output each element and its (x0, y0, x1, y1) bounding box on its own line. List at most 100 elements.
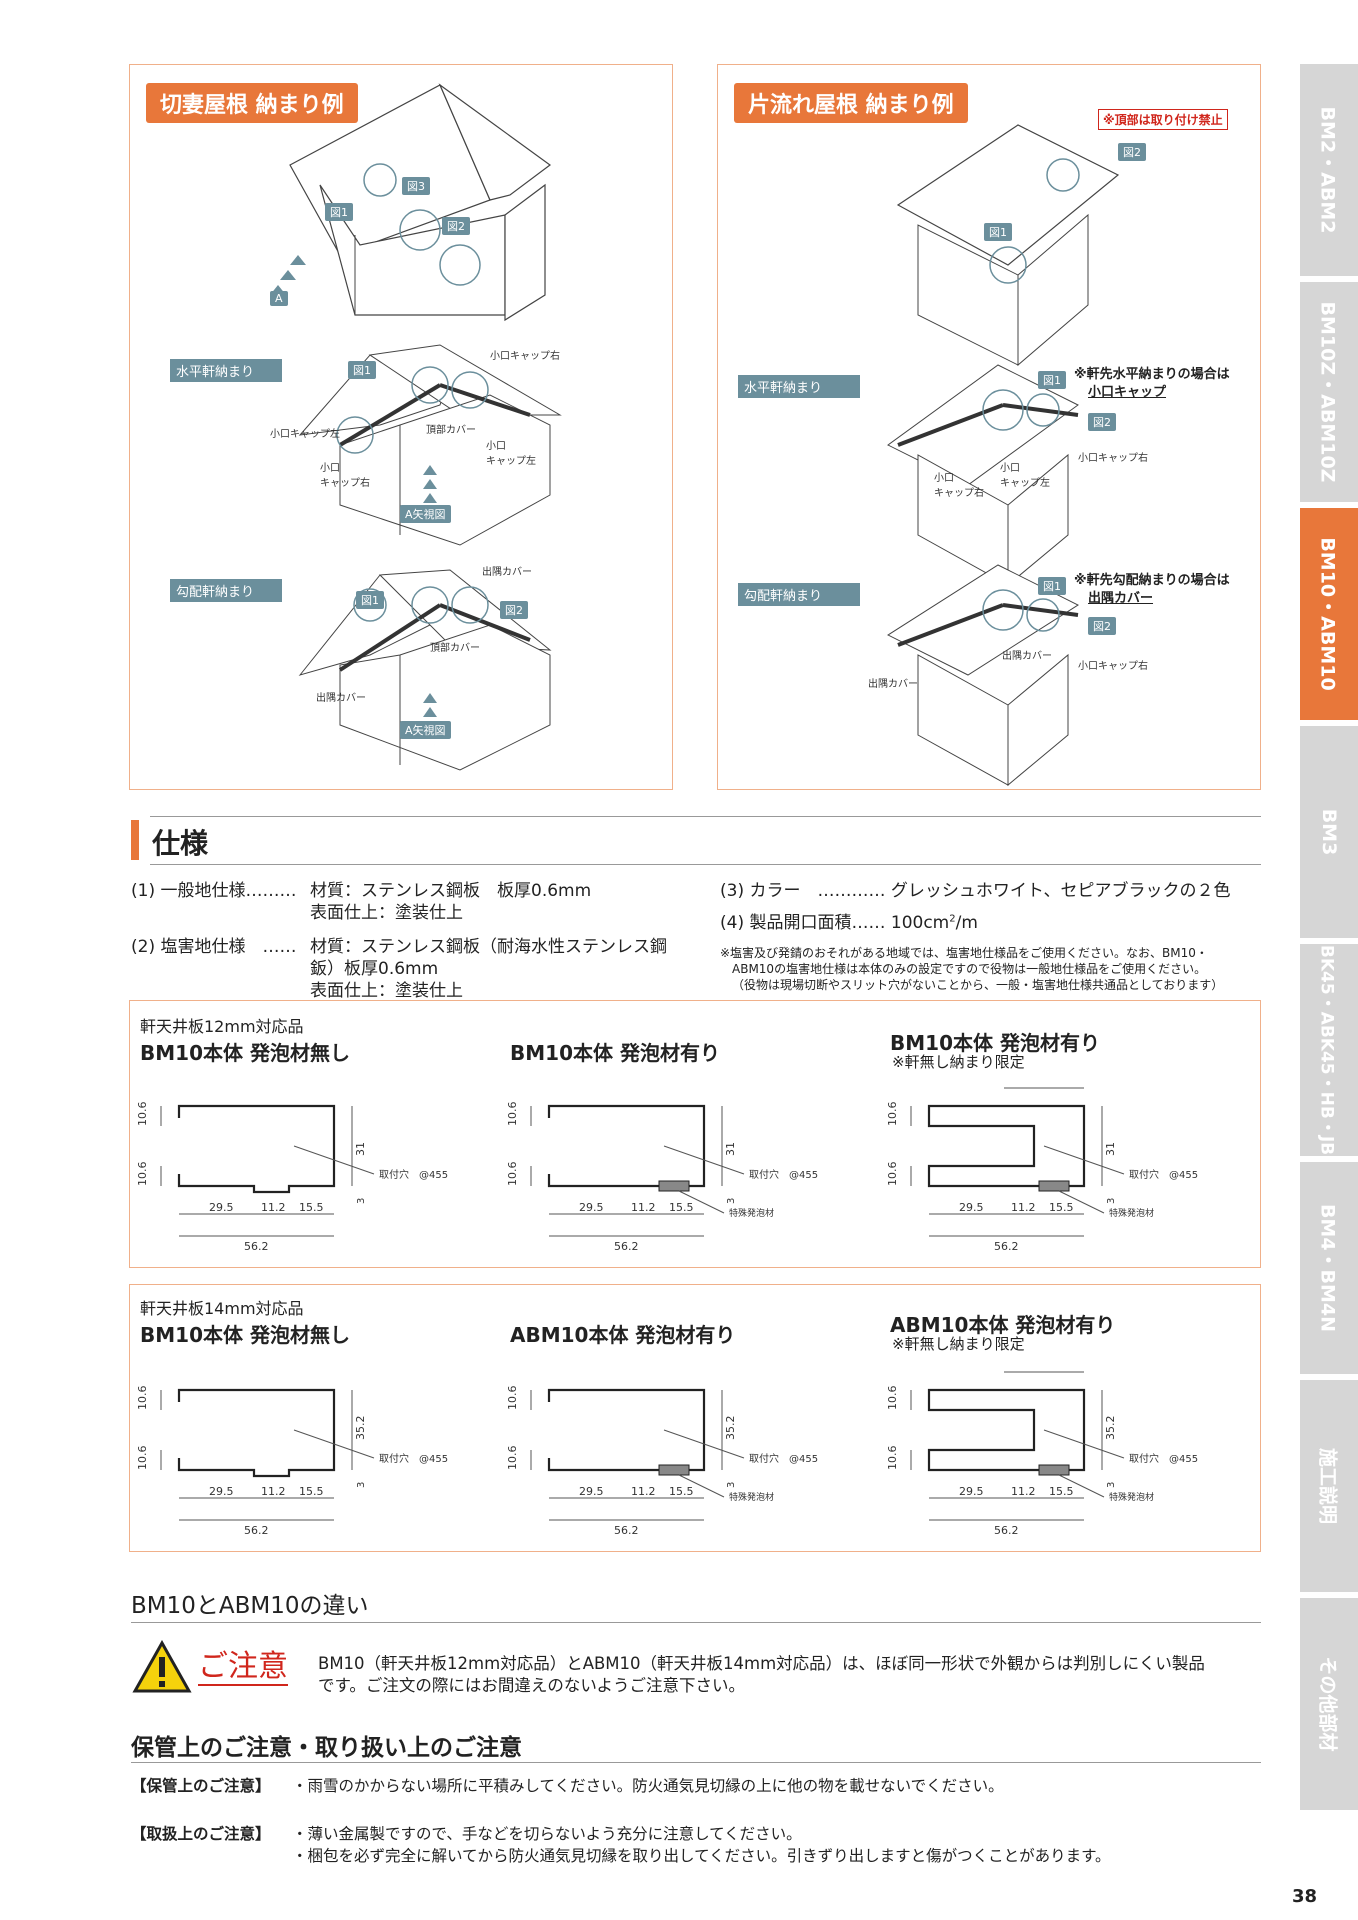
top-cover-label: 頂部カバー (426, 425, 476, 436)
handling-label: 【取扱上のご注意】 (131, 1825, 271, 1843)
profile-outline (177, 1104, 336, 1194)
spec-item3: (3) カラー ………… グレッシュホワイト、セピアブラックの２色 (720, 881, 1231, 901)
side-tab-bk45[interactable]: BK45・ABK45・HB・JB (1300, 944, 1358, 1156)
r-h-fig2: 図2 (1088, 413, 1116, 431)
storage-label: 【保管上のご注意】 (131, 1777, 271, 1795)
warning-triangle-icon (132, 1640, 192, 1693)
hole-label: 取付穴 @455 (749, 1452, 818, 1465)
profile-outline (927, 1104, 1086, 1188)
r-h-note2: 小口キャップ (1088, 385, 1167, 400)
cap-right2-label: 小口キャップ右 (320, 463, 370, 489)
foam-label: 特殊発泡材 (729, 1491, 774, 1503)
top-warning: ※頂部は取り付け禁止 (1098, 109, 1228, 130)
profile-outline (177, 1388, 336, 1478)
storage-rule (131, 1762, 1261, 1763)
side-tab-bm4[interactable]: BM4・BM4N (1300, 1162, 1358, 1374)
hole-label: 取付穴 @455 (379, 1168, 448, 1181)
caution-badge: ご注意 (198, 1649, 288, 1686)
s-a-view-tag: A矢視図 (400, 721, 451, 739)
r-horizontal-label: 水平軒納まり (738, 375, 860, 398)
dim-10-6-bottom: 10.6 (506, 1162, 519, 1187)
dim-15-5: 15.5 (1049, 1485, 1074, 1498)
dim-15-5: 15.5 (299, 1201, 324, 1214)
gable-roof-panel: 切妻屋根 納まり例 (129, 64, 673, 790)
side-tab-bm2-label: BM2・ABM2 (1316, 106, 1339, 234)
hole-label: 取付穴 @455 (1129, 1452, 1198, 1465)
dim-3: 3 (1106, 1482, 1117, 1488)
side-tab-bm10[interactable]: BM10・ABM10 (1300, 508, 1358, 720)
dim-height: 35.2 (354, 1416, 367, 1441)
s-top-cover-label: 頂部カバー (430, 643, 480, 654)
spec-item2-label: (2) 塩害地仕様 …… (131, 937, 297, 957)
hole-label: 取付穴 @455 (1129, 1168, 1198, 1181)
side-tab-construction[interactable]: 施工説明 (1300, 1380, 1358, 1592)
profile-panel-14mm: 軒天井板14mm対応品 BM10本体 発泡材無し ABM10本体 発泡材有り A… (129, 1284, 1261, 1552)
side-tab-bm10z[interactable]: BM10Z・ABM10Z (1300, 282, 1358, 502)
dim-15-5: 15.5 (669, 1201, 694, 1214)
dim-3: 3 (726, 1198, 737, 1204)
r-h-cap-left: 小口キャップ左 (1000, 463, 1050, 489)
cap-left-label: 小口キャップ左 (270, 429, 340, 440)
side-tab-other-label: その他部材 (1316, 1656, 1339, 1752)
s-fig2-tag: 図2 (500, 601, 528, 619)
bracket-label: 軒無し用金具（現場調達） (1004, 1086, 1112, 1087)
dim-15-5: 15.5 (1049, 1201, 1074, 1214)
spec-item4-sup: 2 (949, 913, 956, 925)
gable-roof-title: 切妻屋根 納まり例 (146, 83, 358, 123)
dim-3: 3 (1106, 1198, 1117, 1204)
dim-10-6-top: 10.6 (136, 1386, 149, 1411)
profile-panel-12mm: 軒天井板12mm対応品 BM10本体 発泡材無し BM10本体 発泡材有り BM… (129, 1000, 1261, 1268)
r-s-fig1: 図1 (1038, 577, 1066, 595)
side-tab-bm2[interactable]: BM2・ABM2 (1300, 64, 1358, 276)
side-tab-bm10z-label: BM10Z・ABM10Z (1316, 301, 1339, 483)
r-h-fig1: 図1 (1038, 371, 1066, 389)
profile-outline (927, 1388, 1086, 1472)
dim-3: 3 (726, 1482, 737, 1488)
storage-heading: 保管上のご注意・取り扱い上のご注意 (131, 1735, 522, 1761)
cap-right-label: 小口キャップ右 (490, 351, 560, 362)
horizontal-eave-label: 水平軒納まり (170, 359, 282, 382)
spec-item2-line2: 鈑）板厚0.6mm (310, 959, 439, 979)
spec-rule-top (150, 816, 1261, 817)
dim-11-2: 11.2 (1011, 1201, 1036, 1214)
spec-heading-bar (131, 820, 139, 860)
slope-eave-label: 勾配軒納まり (170, 579, 282, 602)
r-slope-label: 勾配軒納まり (738, 583, 860, 606)
foam-label: 特殊発泡材 (1109, 1207, 1154, 1219)
fig3-tag: 図3 (402, 177, 430, 195)
p12-header: 軒天井板12mm対応品 (140, 1017, 304, 1036)
spec-item1-line2: 表面仕上：塗装仕上 (310, 903, 463, 923)
dim-height: 35.2 (724, 1416, 737, 1441)
dim-11-2: 11.2 (261, 1485, 286, 1498)
r-h-cap-right: 小口キャップ右 (934, 473, 984, 499)
hole-label: 取付穴 @455 (379, 1452, 448, 1465)
dim-10-6-bottom: 10.6 (136, 1162, 149, 1187)
spec-rule-bottom (150, 864, 1261, 865)
page-number: 38 (1292, 1886, 1318, 1907)
spec-note3: （役物は現場切断やスリット穴がないことから、一般・塩害地仕様共通品としております… (732, 978, 1224, 992)
r-s-note2: 出隅カバー (1088, 591, 1154, 606)
p14-note-3: ※軒無し納まり限定 (892, 1335, 1025, 1353)
r-fig1-tag: 図1 (984, 223, 1012, 241)
dim-29-5: 29.5 (959, 1485, 984, 1498)
r-fig2-tag: 図2 (1118, 143, 1146, 161)
spec-note1: ※塩害及び発錆のおそれがある地域では、塩害地仕様品をご使用ください。なお、BM1… (720, 946, 1208, 960)
dim-10-6-bottom: 10.6 (886, 1162, 899, 1187)
dim-29-5: 29.5 (579, 1485, 604, 1498)
side-tab-other[interactable]: その他部材 (1300, 1598, 1358, 1810)
s-corner-cover-label: 出隅カバー (316, 693, 366, 704)
r-s-corner: 出隅カバー (868, 679, 918, 690)
dim-56-2: 56.2 (244, 1240, 269, 1253)
spec-note2: ABM10の塩害地仕様は本体のみの設定ですので役物は一般地仕様品をご使用ください… (732, 962, 1207, 976)
dim-29-5: 29.5 (959, 1201, 984, 1214)
dim-10-6-top: 10.6 (506, 1386, 519, 1411)
profile-outline (547, 1104, 706, 1188)
foam-mark (1038, 1464, 1070, 1476)
dim-11-2: 11.2 (261, 1201, 286, 1214)
dim-15-5: 15.5 (669, 1485, 694, 1498)
side-tab-bm3[interactable]: BM3 (1300, 726, 1358, 938)
side-tab-bm3-label: BM3 (1318, 808, 1340, 856)
